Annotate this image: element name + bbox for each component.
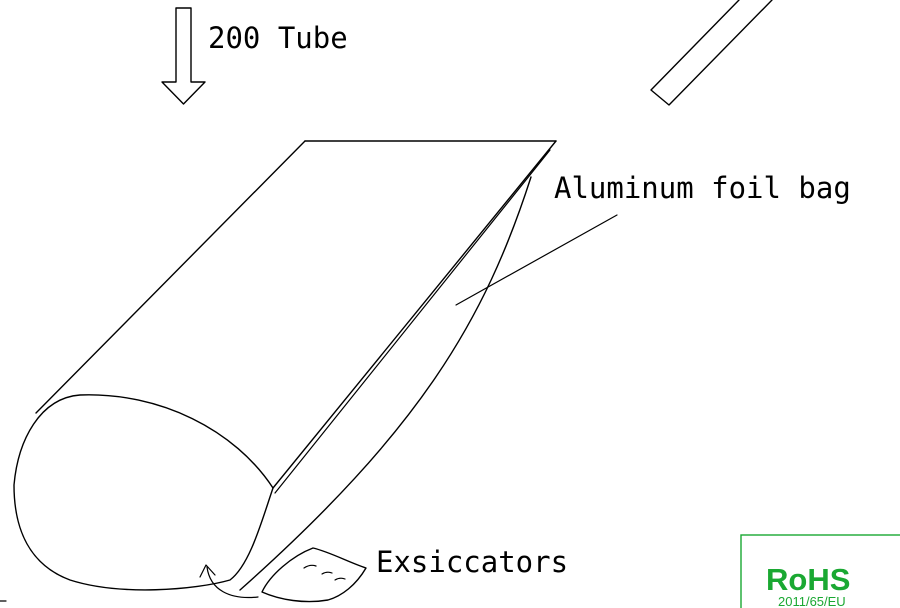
rohs-logo: RoHS (766, 562, 850, 597)
bag-opening (13, 394, 274, 591)
desiccant-pack-icon (261, 547, 367, 603)
rohs-directive: 2011/65/EU (778, 594, 846, 608)
insert-arrow-head (199, 564, 216, 578)
down-arrow-icon (161, 7, 206, 105)
bag-fold-line-inner (274, 149, 551, 494)
tube-strip (650, 0, 773, 106)
rohs-badge: RoHS 2011/65/EU (740, 534, 900, 608)
bag-left-edge (35, 140, 306, 414)
desiccant-pack-mark-3 (334, 577, 346, 581)
desiccant-label: Exsiccators (376, 545, 568, 579)
tube-label: 200 Tube (208, 21, 348, 55)
desiccant-pack-mark-1 (303, 564, 317, 569)
bag-leader-line (455, 214, 618, 306)
insert-arrow-curve (206, 566, 259, 599)
rohs-badge-border (740, 534, 900, 608)
aluminum-foil-bag (13, 140, 557, 591)
bag-right-side (239, 176, 532, 591)
desiccant-pack-body (261, 547, 367, 603)
desiccant-pack-mark-2 (321, 571, 333, 575)
bag-fold-line (272, 140, 557, 489)
bag-label: Aluminum foil bag (554, 171, 851, 205)
